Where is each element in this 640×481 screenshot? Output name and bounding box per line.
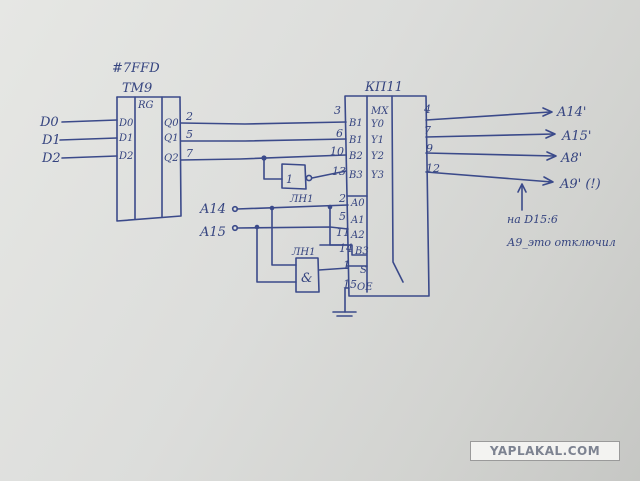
- register-input-label-2: D2: [41, 151, 61, 166]
- register-out-num-1: 5: [186, 128, 193, 141]
- mux-out-pin-3: Y3: [371, 170, 384, 181]
- inverter-gate: [281, 163, 307, 190]
- register-in-pin-2: D2: [118, 151, 133, 162]
- output-arrow-a14: [542, 107, 553, 117]
- watermark: YAPLAKAL.COM: [470, 441, 620, 461]
- note-line-2: А9_это отключил: [506, 236, 616, 249]
- output-label-a14: A14': [556, 105, 587, 120]
- address-label-a15: A15: [199, 225, 226, 240]
- wire-a14-gate: [271, 207, 297, 266]
- inverter-bubble: [305, 174, 313, 182]
- mux-pin-5: A1: [350, 215, 365, 226]
- wire-q2-b2: [180, 154, 347, 161]
- mux-pin-num-0: 3: [334, 104, 341, 117]
- output-arrow-a8: [546, 151, 557, 161]
- mux-pin-6: A2: [350, 230, 365, 241]
- and-gate-name: ЛН1: [291, 247, 315, 258]
- mux-pin-num-1: 6: [336, 127, 343, 140]
- output-label-a15: A15': [561, 129, 592, 144]
- mux-pin-num-7: 14: [339, 242, 353, 255]
- mux-out-num-3: 12: [426, 162, 440, 175]
- wire-inverter-b3: [311, 170, 347, 179]
- mux-pin-num-8: 1: [343, 259, 350, 272]
- register-out-pin-2: Q2: [164, 153, 179, 164]
- mux-out-num-0: 4: [423, 103, 431, 116]
- register-input-line-d2: [61, 155, 118, 159]
- output-wire-a9: [425, 171, 553, 183]
- register-in-pin-0: D0: [118, 118, 134, 129]
- register-address-label: #7FFD: [112, 61, 160, 76]
- mux-pin-0: B1: [348, 118, 363, 129]
- wire-to-inverter: [263, 157, 283, 180]
- mux-func-label: MX: [370, 106, 389, 117]
- mux-pin-2: B2: [348, 151, 363, 162]
- mux-type-label: КП11: [364, 80, 403, 95]
- mux-pin-7: B3: [354, 246, 369, 257]
- mux-out-num-2: 9: [426, 142, 433, 155]
- mux-pin-num-2: 10: [330, 145, 344, 158]
- output-label-a9: A9' (!): [559, 177, 601, 192]
- and-gate: [295, 257, 320, 293]
- mux-out-num-1: 7: [424, 124, 431, 137]
- register-type-label: ТМ9: [122, 81, 152, 96]
- wire-gate-s: [318, 267, 349, 271]
- ground-wire: [344, 287, 350, 313]
- output-wire-a14: [425, 111, 551, 121]
- mux-out-pin-2: Y2: [371, 151, 384, 162]
- ground-symbol: [332, 311, 357, 317]
- register-out-num-2: 7: [186, 147, 193, 160]
- and-gate-label: &: [301, 271, 313, 286]
- note-line-1: на D15:6: [507, 213, 558, 226]
- wire-q1-b1: [180, 138, 347, 142]
- note-arrow-head: [517, 183, 527, 193]
- output-arrow-a9: [542, 176, 554, 186]
- wire-a15-a1: [236, 226, 349, 230]
- inverter-label: 1: [286, 173, 293, 186]
- register-input-label-0: D0: [39, 115, 59, 130]
- address-label-a14: A14: [199, 202, 226, 217]
- register-input-line-d0: [61, 119, 118, 123]
- mux-pin-num-4: 2: [338, 192, 346, 205]
- mux-out-pin-0: Y0: [371, 119, 385, 130]
- output-wire-a8: [425, 152, 556, 157]
- mux-pin-9: OE: [357, 282, 373, 293]
- register-input-line-d1: [59, 137, 118, 141]
- mux-pin-3: B3: [348, 170, 363, 181]
- output-arrow-a15: [545, 129, 556, 139]
- register-in-pin-1: D1: [118, 133, 133, 144]
- output-label-a8: A8': [560, 151, 582, 166]
- output-wire-a15: [425, 133, 555, 138]
- mux-pin-1: B1: [348, 135, 363, 146]
- register-func-label: RG: [137, 100, 154, 111]
- wire-a15-gate: [256, 226, 297, 283]
- register-chip: [116, 96, 182, 222]
- register-out-num-0: 2: [185, 110, 193, 123]
- wire-q0-b1: [180, 121, 347, 125]
- inverter-name: ЛН1: [289, 194, 313, 205]
- mux-out-pin-1: Y1: [371, 135, 384, 146]
- wire-b3: [319, 244, 367, 256]
- mux-pin-4: A0: [350, 198, 365, 209]
- mux-pin-8: S: [360, 265, 367, 276]
- register-out-pin-0: Q0: [164, 118, 179, 129]
- register-input-label-1: D1: [41, 133, 61, 148]
- mux-pin-num-3: 13: [332, 165, 346, 178]
- register-out-pin-1: Q1: [164, 133, 179, 144]
- mux-pin-num-5: 5: [339, 210, 346, 223]
